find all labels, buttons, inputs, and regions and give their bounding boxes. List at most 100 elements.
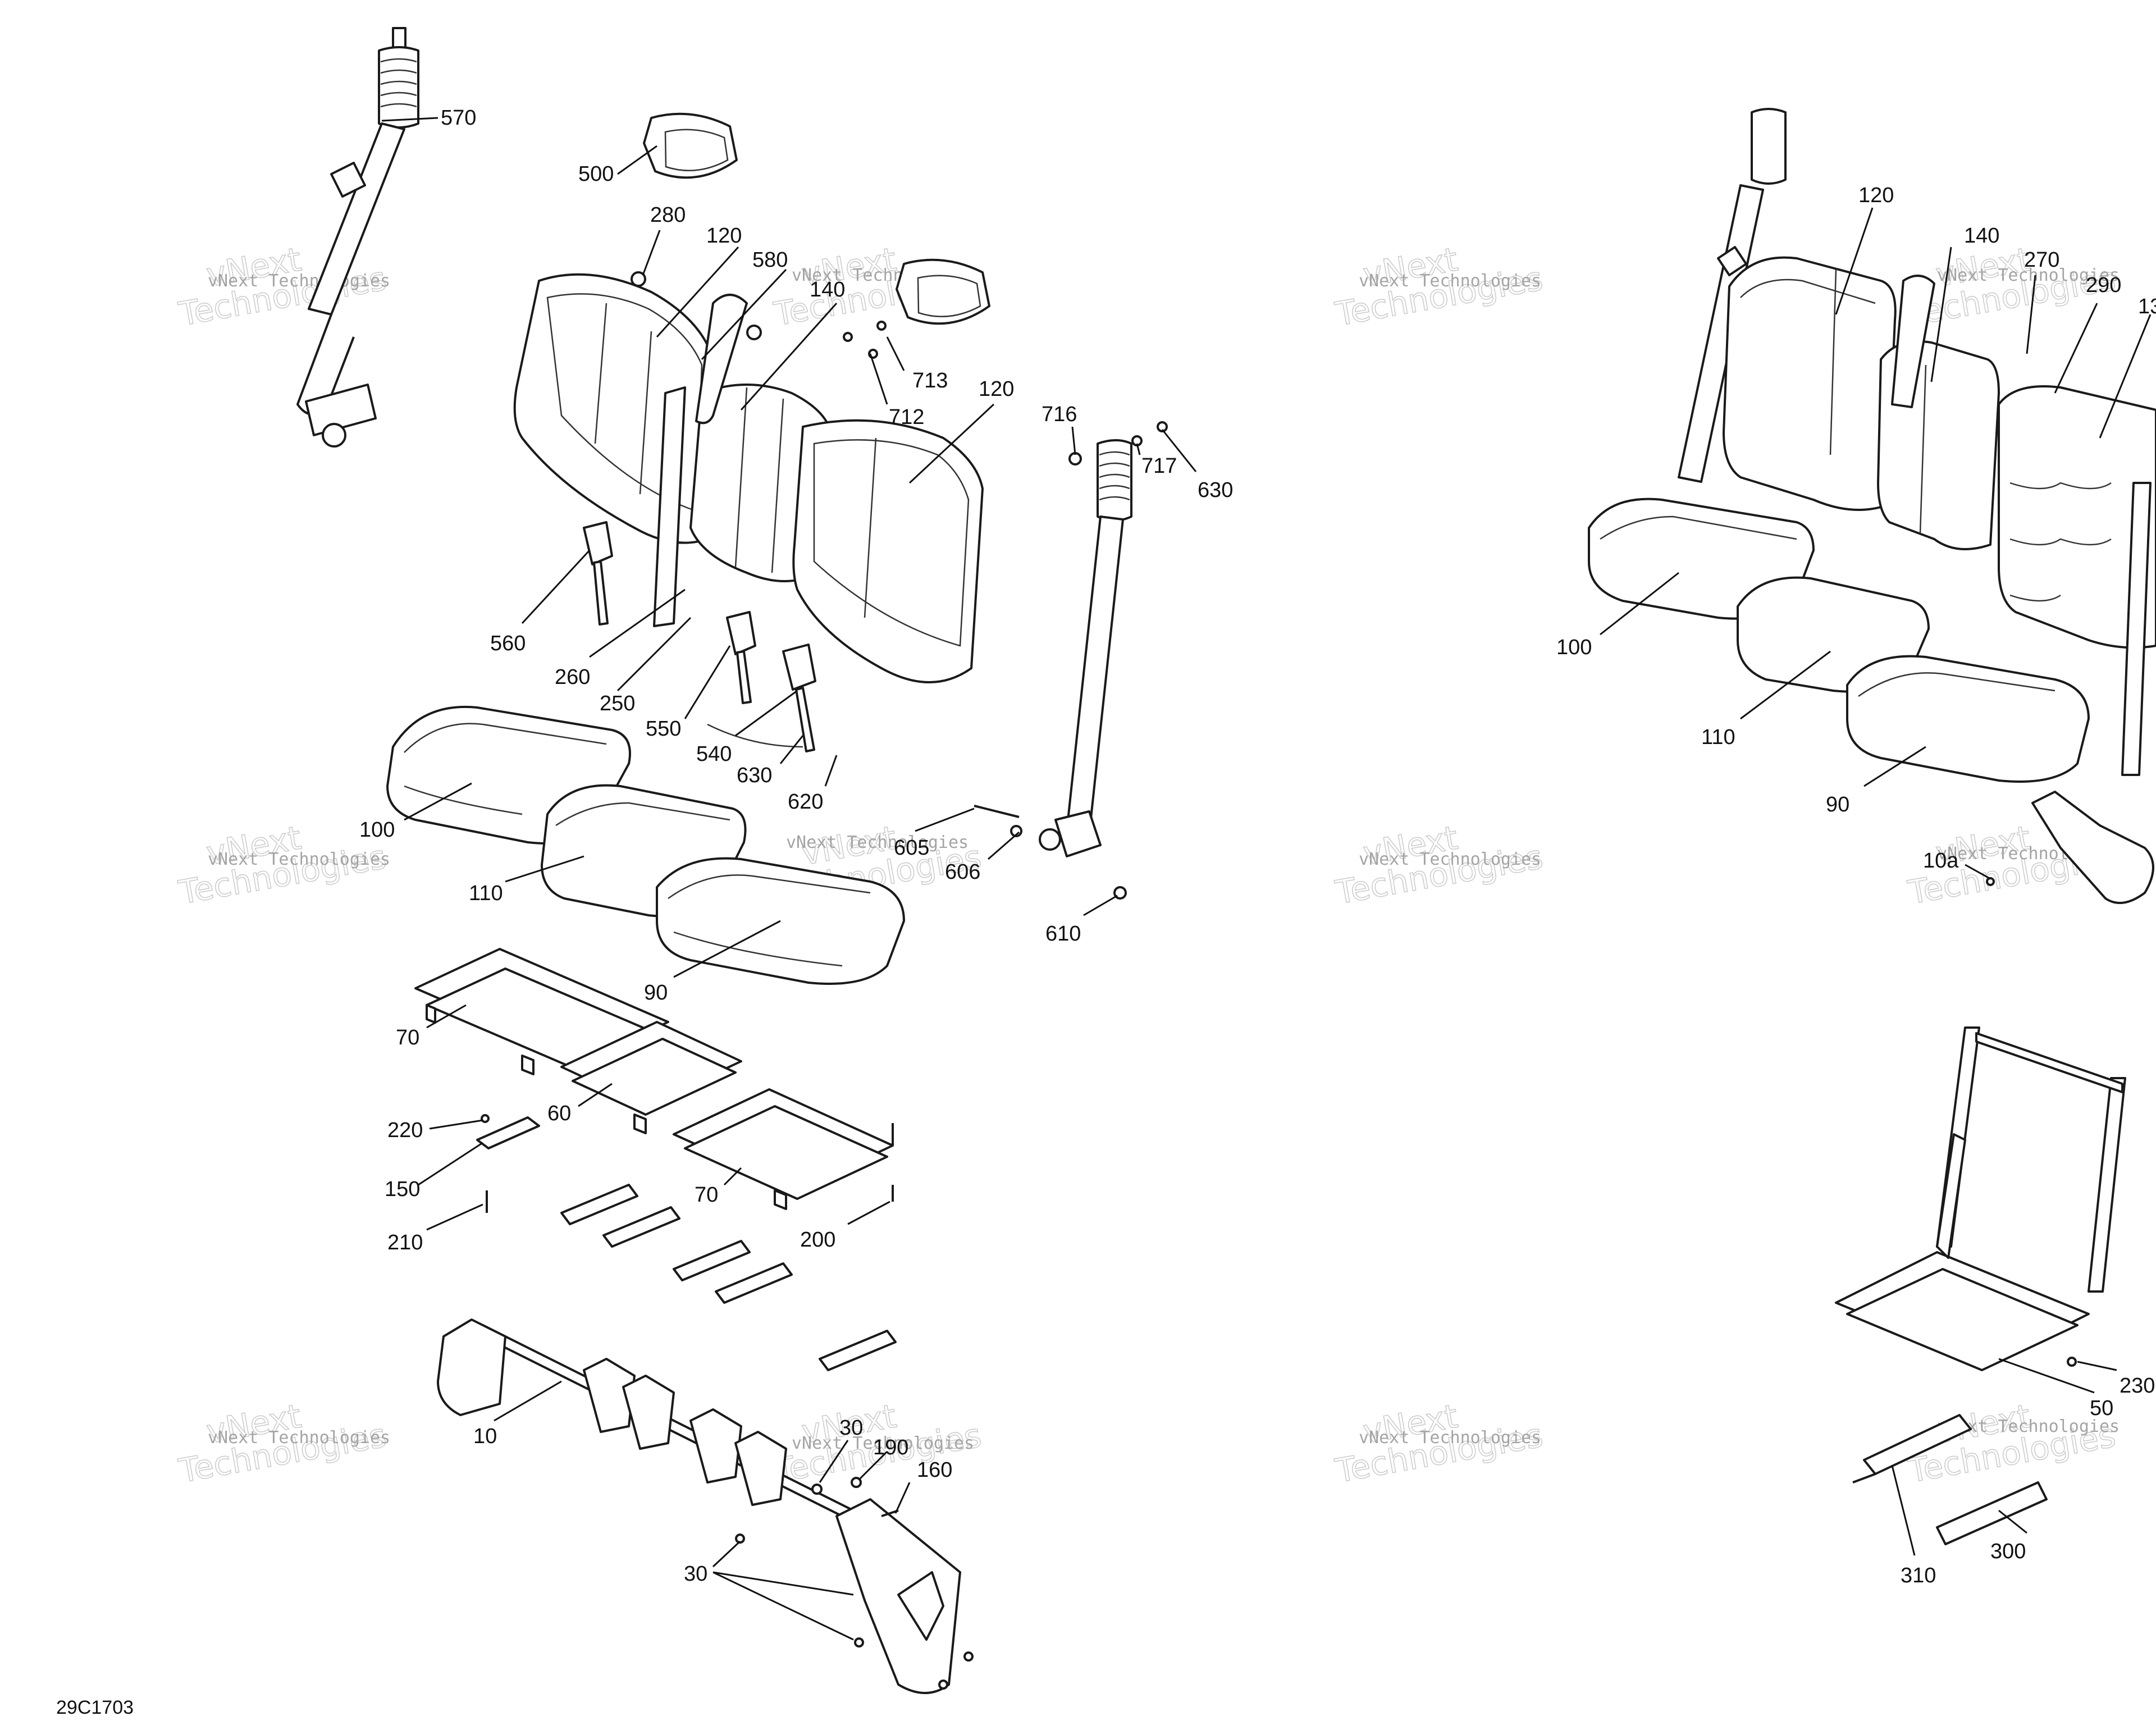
base-frame-10 (437, 1318, 961, 1694)
buckle-560 (583, 521, 613, 626)
callout-10: 10 (473, 1425, 497, 1448)
callout-712: 712 (889, 405, 924, 429)
bolt-230 (2067, 1357, 2077, 1367)
callout-500: 500 (578, 162, 614, 186)
washer-606 (1010, 825, 1022, 837)
callout-r-120: 120 (1858, 184, 1894, 207)
callout-r-310: 310 (1901, 1564, 1936, 1587)
callout-r-50: 50 (2090, 1397, 2113, 1420)
callout-220: 220 (387, 1119, 423, 1142)
callout-160: 160 (917, 1458, 952, 1482)
callout-630b: 630 (737, 764, 772, 787)
belt-anchor (1717, 246, 1747, 276)
callout-70: 70 (396, 1026, 419, 1049)
headrest-580 (896, 258, 990, 325)
callout-620: 620 (788, 790, 823, 814)
assembled-back-140 (1877, 275, 2000, 550)
nut (746, 325, 762, 340)
buckle-540 (707, 644, 816, 752)
seat-slides (476, 1116, 897, 1371)
callout-150: 150 (385, 1178, 420, 1201)
assembled-view-right (1588, 108, 2156, 1545)
callout-r-270: 270 (2024, 248, 2059, 272)
svg-text:vNext Technologies: vNext Technologies (1937, 266, 2120, 285)
callout-140: 140 (810, 278, 845, 302)
bolt-30d (938, 1680, 948, 1690)
callout-r-90: 90 (1826, 793, 1849, 816)
callout-250: 250 (600, 692, 635, 715)
svg-text:vNext Technologies: vNext Technologies (786, 833, 969, 852)
svg-text:vNext Technologies: vNext Technologies (1359, 850, 1541, 869)
callout-70b: 70 (695, 1183, 718, 1207)
buckle-550 (726, 611, 756, 704)
assembled-back-right (1998, 385, 2156, 649)
bracket-10a (2031, 791, 2154, 904)
callout-280: 280 (650, 203, 686, 227)
slide-300 (1936, 1481, 2048, 1545)
headrest-500 (643, 112, 738, 179)
callout-717: 717 (1141, 454, 1177, 478)
washer-713 (843, 332, 853, 342)
callout-r-110: 110 (1701, 725, 1735, 749)
callout-30: 30 (684, 1562, 707, 1586)
slide-310 (1863, 1414, 1972, 1475)
bolt-605 (974, 805, 1020, 818)
callout-260: 260 (555, 665, 590, 689)
callout-110: 110 (469, 882, 503, 905)
seat-belt-left (296, 27, 419, 448)
callout-r-10a: 10a (1923, 849, 1959, 873)
svg-text:vNext Technologies: vNext Technologies (792, 1434, 974, 1453)
callout-r-100: 100 (1556, 636, 1592, 659)
callout-r-13: 13 (2138, 295, 2156, 318)
callout-120b: 120 (979, 377, 1014, 401)
callout-r-290: 290 (2086, 273, 2121, 297)
svg-text:vNext Technologies: vNext Technologies (208, 850, 390, 869)
callout-r-230: 230 (2120, 1374, 2155, 1398)
bolt-30b (854, 1637, 864, 1648)
svg-text:vNext Technologies: vNext Technologies (208, 1428, 390, 1448)
slide-310-rod (1852, 1473, 1876, 1484)
svg-text:vNext Technologies: vNext Technologies (1359, 1428, 1541, 1448)
bolt-30 (735, 1534, 745, 1544)
bolt-10a (1986, 877, 1995, 886)
callout-570: 570 (441, 106, 476, 130)
callout-606: 606 (945, 860, 980, 884)
leader-lines (381, 117, 2152, 1641)
callout-r-140: 140 (1964, 224, 1999, 248)
belt-strap (653, 386, 686, 627)
center-belt-580 (695, 294, 748, 425)
callout-716: 716 (1042, 403, 1077, 426)
callout-605: 605 (894, 836, 929, 860)
callout-90: 90 (644, 981, 668, 1005)
bolt-190 (811, 1484, 823, 1495)
callout-550: 550 (646, 717, 681, 741)
callout-120: 120 (706, 224, 742, 248)
exploded-view-left (296, 27, 1168, 1694)
callout-210: 210 (387, 1231, 423, 1254)
callout-713: 713 (912, 369, 948, 393)
callouts: 570 500 280 120 580 140 713 712 120 716 … (359, 106, 2156, 1587)
reference-code: 29C1703 (56, 1697, 134, 1718)
bolt-190b (851, 1477, 862, 1488)
callout-60: 60 (547, 1102, 571, 1125)
callout-30-top: 30 (839, 1416, 863, 1440)
callout-r-300: 300 (1990, 1540, 2026, 1563)
frame-60 (560, 1021, 742, 1134)
callout-540: 540 (696, 742, 732, 766)
callout-200: 200 (800, 1228, 835, 1252)
seat-frame-50 (1835, 1026, 2126, 1371)
bolt-30c (963, 1651, 974, 1662)
callout-560: 560 (490, 632, 526, 655)
callout-630: 630 (1198, 478, 1233, 502)
bolt-220 (481, 1114, 490, 1123)
belt-strap-right (2121, 482, 2152, 776)
washer-713b (876, 321, 887, 331)
assembled-cushion-90 (1846, 655, 2090, 783)
seat-back-right-120 (792, 419, 984, 683)
callout-190: 190 (873, 1436, 908, 1459)
svg-text:vNext Technologies: vNext Technologies (1359, 271, 1541, 291)
callout-580: 580 (752, 248, 788, 272)
belt-retractor (1751, 108, 1787, 185)
callout-100: 100 (359, 818, 395, 842)
